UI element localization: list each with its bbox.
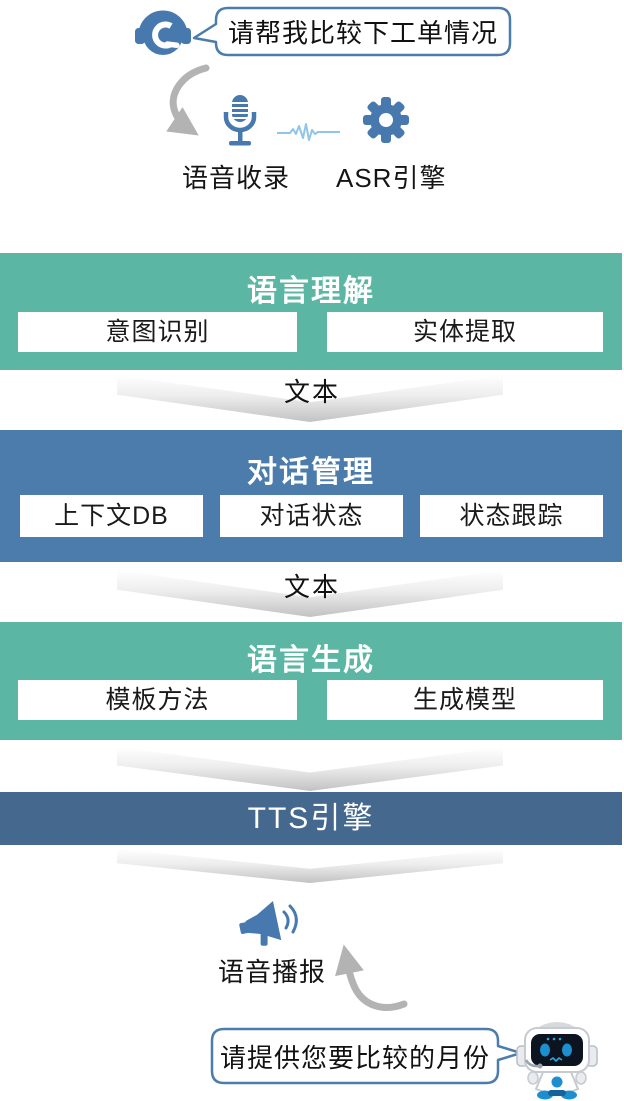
- connector-label-text: 文本: [283, 572, 340, 602]
- headset-icon: [135, 10, 191, 55]
- section-language-generation: 语言生成 模板方法 生成模型: [0, 622, 622, 740]
- speech-broadcast-label: 语音播报: [218, 957, 327, 987]
- user-speech-bubble: 请帮我比较下工单情况: [192, 5, 516, 59]
- section-title: 语言理解: [247, 275, 375, 308]
- user-utterance-text: 请帮我比较下工单情况: [227, 17, 498, 48]
- chevron-down-connector: [117, 849, 503, 883]
- section-dialog-management: 对话管理 上下文DB 对话状态 状态跟踪: [0, 430, 622, 562]
- mic-stage-label: 语音收录: [182, 163, 291, 193]
- section-title: TTS引擎: [247, 802, 375, 835]
- pipeline-box-context-db: 上下文DB: [20, 495, 203, 537]
- user-speech-bubble-outline: [192, 6, 512, 57]
- chevron-down-connector: [117, 747, 503, 791]
- pipeline-box-generative-model: 生成模型: [327, 680, 603, 720]
- section-title: 对话管理: [247, 456, 375, 489]
- pipeline-box-entity-extraction: 实体提取: [327, 312, 603, 352]
- robot-icon: [516, 1022, 598, 1100]
- section-tts-engine: TTS引擎: [0, 792, 622, 845]
- bot-utterance-text: 请提供您要比较的月份: [219, 1042, 490, 1073]
- pipeline-box-state-tracking: 状态跟踪: [420, 495, 603, 537]
- gear-icon: [363, 97, 409, 143]
- pipeline-box-template-method: 模板方法: [18, 680, 297, 720]
- microphone-icon: [223, 95, 257, 146]
- arrow-robot-to-output-icon: [335, 944, 408, 1011]
- connector-label-text: 文本: [283, 377, 340, 407]
- bot-speech-bubble: 请提供您要比较的月份: [206, 1025, 524, 1089]
- section-title: 语言生成: [247, 644, 375, 677]
- pipeline-box-dialog-state: 对话状态: [220, 495, 403, 537]
- section-language-understanding: 语言理解 意图识别 实体提取: [0, 253, 622, 370]
- pipeline-box-intent-recognition: 意图识别: [18, 312, 297, 352]
- asr-stage-label: ASR引擎: [336, 163, 447, 193]
- arrow-user-to-mic-icon: [166, 64, 210, 136]
- bot-speech-bubble-outline: [210, 1027, 523, 1085]
- waveform-icon: [277, 123, 340, 141]
- megaphone-icon: [239, 901, 298, 946]
